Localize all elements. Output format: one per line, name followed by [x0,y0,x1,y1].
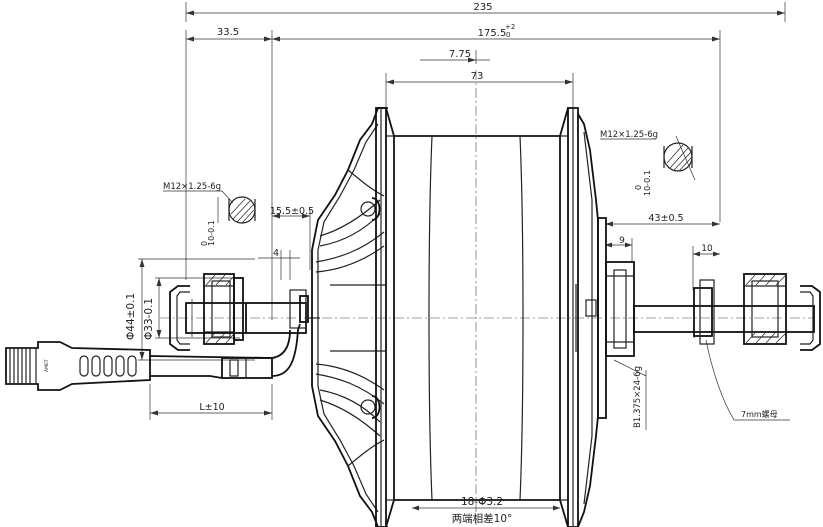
right-thread-label: M12×1.25-6g [600,130,658,140]
freewheel-thread-label: B1.375×24-6g [633,366,643,428]
nut-callout: 7mm螺母 [705,339,790,421]
right-axle-end [605,261,821,357]
cable-connector: AMET [5,341,151,391]
diameter-dimensions: Φ44±0.1 Φ33-0.1 [125,258,255,361]
left-offset-label: 33.5 [217,27,239,38]
right-flat-label: 10-0.1 [643,170,652,196]
motor-cable [149,323,301,379]
flange-spacing-dimension: 175.5 +2 0 [271,23,721,320]
center-width-label: 73 [471,71,484,82]
holes-label: 18-Φ3.2 [461,496,503,508]
holes-note: 18-Φ3.2 两端相差10° [412,496,560,525]
diameter-33-label: Φ33-0.1 [143,298,155,340]
left-cover [311,107,388,527]
overall-width-dimension: 235 [185,2,786,22]
right-shoulder-dimension: 43±0.5 [605,213,720,227]
left-shoulder-label: 15.5±0.5 [270,206,314,217]
hole-offset-note: 两端相差10° [452,512,513,525]
left-offset-dimension: 33.5 [185,27,272,280]
flange-tolerance-lower: 0 [506,31,510,39]
right-shoulder-label: 43±0.5 [648,213,683,224]
left-thread-hatch [230,198,255,224]
left-thread-label: M12×1.25-6g [163,182,221,192]
nut-note-label: 7mm螺母 [741,409,778,419]
small-offset-dimension: 7.75 [420,49,490,64]
right-9-dimension: 9 [605,236,633,262]
cable-length-dimension: L±10 [149,384,273,420]
diameter-44-label: Φ44±0.1 [125,293,137,340]
left-thread-callout: M12×1.25-6g 10-0.1 0 [163,182,256,246]
right-10-dimension: 10 [692,244,720,290]
right-thread-callout: M12×1.25-6g 10-0.1 0 [600,130,696,196]
hub-shell [385,107,597,527]
small-offset-label: 7.75 [449,49,471,60]
flange-spacing-label: 175.5 [478,28,507,39]
flange-tolerance-upper: +2 [505,23,515,31]
left-shoulder-dimension: 15.5±0.5 [270,206,314,270]
right-9-label: 9 [619,236,625,246]
small-4-dimension: 4 [258,248,300,280]
right-cover [567,107,607,527]
right-thread-hatch [666,144,693,172]
left-flat-label: 10-0.1 [207,220,216,246]
connector-label: AMET [44,359,50,372]
small-4-label: 4 [273,248,279,259]
right-flat-zero: 0 [634,185,643,190]
freewheel-callout: B1.375×24-6g [613,359,647,430]
center-width-dimension: 73 [385,71,574,108]
left-axle-end [169,273,320,351]
right-10-label: 10 [701,244,713,254]
left-flat-zero: 0 [200,241,209,246]
cable-length-label: L±10 [199,402,224,413]
overall-width-label: 235 [473,2,492,13]
